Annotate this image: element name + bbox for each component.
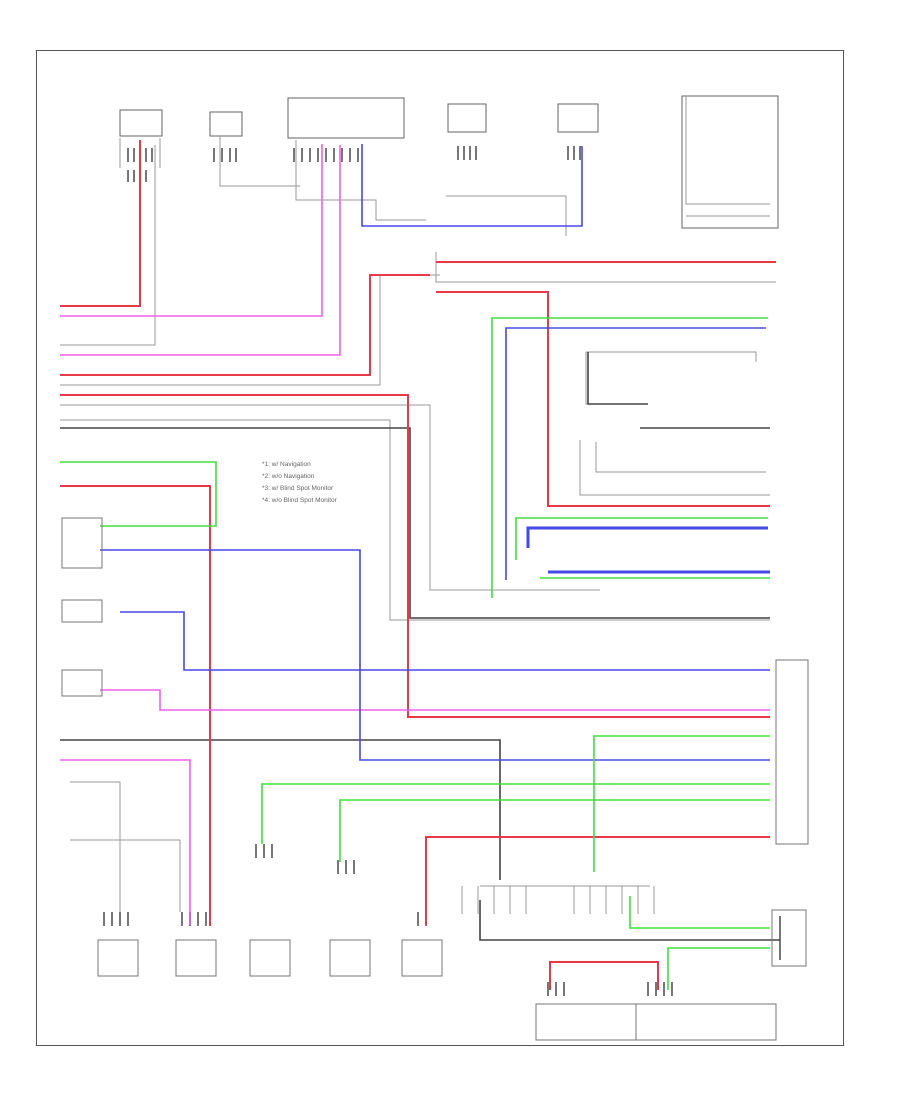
connector-left-door-lock <box>209 111 243 137</box>
black-wires <box>60 352 780 941</box>
green-wire-right <box>491 317 768 598</box>
pink-wire-lower <box>100 689 770 711</box>
pink-wire-switch <box>60 759 191 925</box>
blue-wire-mid <box>100 549 770 761</box>
green-wire-sub <box>515 517 768 560</box>
connector-bottom-3 <box>249 939 291 977</box>
connector-rear-right-block <box>771 909 807 967</box>
connector-rear-bottom-1 <box>535 1003 637 1041</box>
diagram-frame <box>36 50 844 1046</box>
connector-bottom-2 <box>175 939 217 977</box>
top-connectors <box>119 95 779 229</box>
side-connectors <box>61 517 809 1041</box>
green-wire-bottom-b <box>339 799 770 862</box>
connector-bottom-5 <box>401 939 443 977</box>
red-wire-mid <box>436 291 770 507</box>
legend-item-4: *4: w/o Blind Spot Monitor <box>262 497 338 504</box>
green-wire-vert <box>593 735 770 872</box>
connector-left-multiplex-block <box>287 97 405 139</box>
connector-bottom-4 <box>329 939 371 977</box>
pink-wire-mid <box>60 145 341 356</box>
legend-item-3: *3: w/ Blind Spot Monitor <box>262 485 334 492</box>
red-wires <box>60 140 776 990</box>
connector-right-multiplex-box <box>681 95 779 229</box>
connector-front-door-antenna <box>119 109 163 137</box>
red-wire-bottom <box>425 836 770 925</box>
connector-seat-switch <box>61 517 103 569</box>
blue-wires <box>100 144 770 761</box>
connector-seat-belt <box>61 599 103 623</box>
blue-wire-top <box>361 144 583 227</box>
connector-right-block <box>775 659 809 845</box>
blue-thick-wires <box>526 526 770 574</box>
red-wire-lock <box>60 274 430 376</box>
legend-item-1: *1: w/ Navigation <box>262 461 311 468</box>
red-wire-rear-left <box>549 961 659 990</box>
green-wires <box>60 317 770 990</box>
connector-rear-door-lock <box>447 103 487 133</box>
red-wire-sensor <box>60 485 211 926</box>
blue-wire-lower <box>120 611 770 671</box>
red-wire-long <box>60 394 770 718</box>
pink-wires <box>60 144 770 925</box>
green-wire-seat <box>60 461 217 527</box>
connector-rear-bottom-2 <box>635 1003 777 1041</box>
connector-bottom-1 <box>97 939 139 977</box>
connector-steering-switch <box>61 669 103 697</box>
legend: *1: w/ Navigation *2: w/o Navigation *3:… <box>262 461 338 504</box>
green-wire-rear-b <box>667 947 770 990</box>
connector-power-back-door <box>557 103 599 133</box>
green-wire-rear <box>629 896 770 929</box>
red-wire-antenna <box>60 140 141 307</box>
pink-wire-top <box>60 144 323 317</box>
legend-item-2: *2: w/o Navigation <box>262 473 315 480</box>
blue-wire-right <box>505 327 766 580</box>
gray-wires <box>60 96 776 914</box>
green-wire-bottom-a <box>261 783 770 844</box>
